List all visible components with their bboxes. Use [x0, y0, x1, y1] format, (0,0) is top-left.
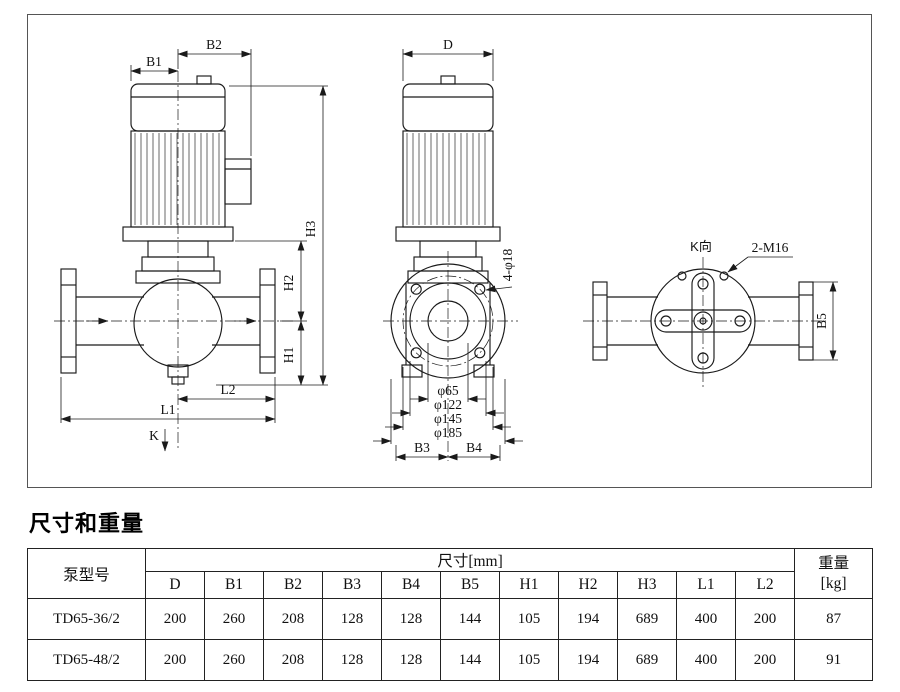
dim-value-cell: 128 — [381, 598, 441, 640]
dim-label-b5: B5 — [814, 313, 829, 329]
k-dimensions — [727, 256, 838, 361]
dim-col-header: H1 — [499, 571, 559, 599]
dim-value-cell: 208 — [263, 639, 323, 681]
table-header-row-2: D B1 B2 B3 B4 B5 H1 H2 H3 L1 L2 — [28, 571, 873, 599]
k-direction-view: K向 2-M16 B5 — [583, 239, 838, 389]
technical-drawing: B2 B1 H3 H2 H1 L2 L1 K — [27, 14, 872, 488]
dim-value-cell: 194 — [558, 639, 618, 681]
dim-value-cell: 689 — [617, 639, 677, 681]
table-row: TD65-48/2 200 260 208 128 128 144 105 19… — [27, 639, 874, 681]
table-row: TD65-36/2 200 260 208 128 128 144 105 19… — [27, 598, 874, 640]
k-pump-body — [592, 268, 814, 374]
side-view: D 4-φ18 φ65 φ122 φ145 φ185 B3 B4 — [373, 37, 523, 461]
dim-col-header: B5 — [440, 571, 500, 599]
dim-label-k: K — [149, 428, 159, 443]
dim-col-header: B3 — [322, 571, 382, 599]
dim-value-cell: 128 — [381, 639, 441, 681]
dim-col-header: L1 — [676, 571, 736, 599]
dim-col-header: L2 — [734, 571, 796, 599]
dim-value-cell: 400 — [676, 598, 736, 640]
side-motor — [395, 75, 501, 242]
dim-label-phi122: φ122 — [434, 397, 462, 412]
dim-label-l2: L2 — [221, 382, 236, 397]
dim-col-header: H3 — [617, 571, 677, 599]
tap-label: 2-M16 — [752, 240, 789, 255]
dim-col-header: B2 — [263, 571, 323, 599]
dim-value-cell: 200 — [145, 598, 205, 640]
dimensions-group-header: 尺寸[mm] — [144, 548, 796, 572]
dim-label-b2: B2 — [206, 37, 222, 52]
dim-label-l1: L1 — [161, 402, 176, 417]
weight-column-header: 重量 [kg] — [794, 548, 874, 599]
dim-value-cell: 260 — [204, 598, 264, 640]
dim-label-b3: B3 — [414, 440, 430, 455]
model-cell: TD65-36/2 — [27, 598, 146, 640]
dim-value-cell: 105 — [499, 598, 559, 640]
dimension-table: 泵型号 尺寸[mm] 重量 [kg] D B1 B2 B3 B4 B5 H1 H… — [27, 548, 874, 681]
weight-cell: 87 — [794, 598, 874, 640]
dim-value-cell: 200 — [145, 639, 205, 681]
front-view: B2 B1 H3 H2 H1 L2 L1 K — [54, 37, 328, 452]
dim-label-bolt-holes: 4-φ18 — [500, 248, 515, 281]
dim-label-b4: B4 — [466, 440, 482, 455]
dim-value-cell: 689 — [617, 598, 677, 640]
dim-value-cell: 144 — [440, 598, 500, 640]
model-column-header: 泵型号 — [27, 548, 146, 599]
table-header-row-1: 泵型号 尺寸[mm] 重量 [kg] — [27, 548, 874, 599]
dim-value-cell: 105 — [499, 639, 559, 681]
front-motor-fins — [134, 133, 220, 225]
dim-label-phi145: φ145 — [434, 411, 462, 426]
front-dimensions — [60, 49, 328, 452]
front-centerlines — [54, 71, 294, 451]
side-motor-fins — [406, 133, 486, 225]
model-cell: TD65-48/2 — [27, 639, 146, 681]
front-motor — [122, 75, 252, 242]
dim-label-phi185: φ185 — [434, 425, 462, 440]
dim-col-header: B1 — [204, 571, 264, 599]
dim-value-cell: 128 — [322, 639, 382, 681]
dim-label-d: D — [443, 37, 453, 52]
dim-label-h3: H3 — [303, 221, 318, 238]
dim-value-cell: 194 — [558, 598, 618, 640]
dim-label-phi65: φ65 — [437, 383, 459, 398]
dim-value-cell: 200 — [734, 639, 796, 681]
weight-cell: 91 — [794, 639, 874, 681]
weight-label: 重量 — [818, 555, 850, 573]
dim-value-cell: 144 — [440, 639, 500, 681]
weight-unit: [kg] — [820, 574, 847, 592]
dim-label-h2: H2 — [281, 275, 296, 292]
dim-value-cell: 128 — [322, 598, 382, 640]
dim-value-cell: 400 — [676, 639, 736, 681]
dim-col-header: H2 — [558, 571, 618, 599]
dim-col-header: D — [145, 571, 205, 599]
front-pump-casing — [60, 240, 276, 385]
side-pump-casing — [390, 240, 506, 379]
dim-label-b1: B1 — [146, 54, 162, 69]
dim-value-cell: 208 — [263, 598, 323, 640]
k-view-label: K向 — [690, 239, 712, 254]
dim-label-h1: H1 — [281, 347, 296, 364]
side-dimensions — [373, 49, 523, 461]
dim-col-header: B4 — [381, 571, 441, 599]
pump-drawing-svg: B2 B1 H3 H2 H1 L2 L1 K — [54, 37, 838, 461]
dim-value-cell: 200 — [734, 598, 796, 640]
page-title: 尺寸和重量 — [29, 511, 145, 536]
dim-value-cell: 260 — [204, 639, 264, 681]
bolt-circle — [402, 275, 494, 367]
